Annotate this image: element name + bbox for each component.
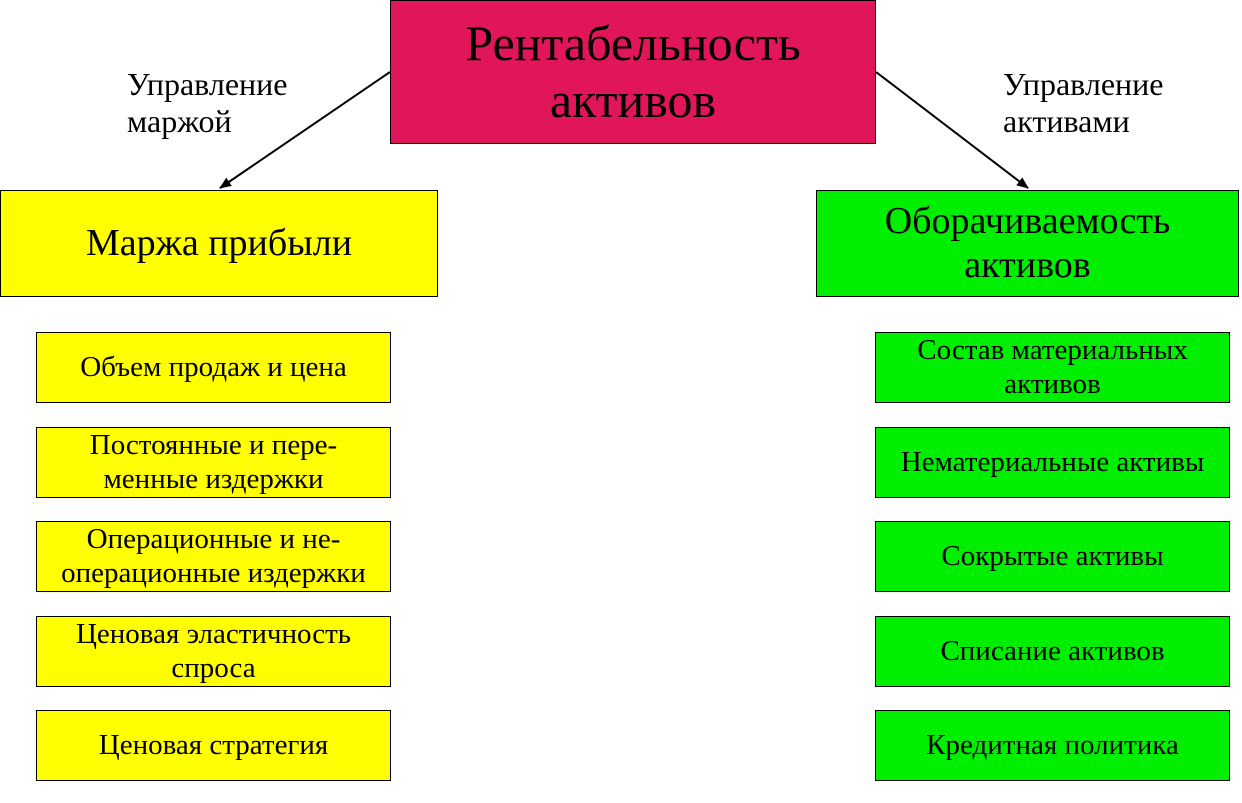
turnover-factor-box: Списание активов bbox=[875, 616, 1230, 687]
margin-factor-box: Ценовая стратегия bbox=[36, 710, 391, 781]
turnover-header-node: Оборачиваемость активов bbox=[816, 190, 1239, 297]
margin-factor-box: Постоянные и пере- менные издержки bbox=[36, 427, 391, 498]
margin-factor-line1: Постоянные и пере- bbox=[89, 429, 338, 462]
margin-factor-line1: Операционные и не- bbox=[86, 523, 341, 556]
turnover-factor-box: Сокрытые активы bbox=[875, 521, 1230, 592]
margin-header-label: Маржа прибыли bbox=[85, 221, 353, 264]
turnover-factor-line2: активов bbox=[1004, 367, 1101, 400]
margin-header-node: Маржа прибыли bbox=[0, 190, 438, 297]
margin-factor-box: Ценовая эластичность спроса bbox=[36, 616, 391, 687]
turnover-factor-line1: Сокрытые активы bbox=[941, 539, 1164, 572]
margin-factor-line2: операционные издержки bbox=[61, 556, 366, 589]
margin-factor-line1: Ценовая стратегия bbox=[98, 728, 329, 761]
margin-factor-line2: менные издержки bbox=[103, 462, 324, 495]
turnover-factor-box: Кредитная политика bbox=[875, 710, 1230, 781]
left-edge-label-line1: Управление bbox=[127, 66, 288, 102]
turnover-factor-box: Нематериальные активы bbox=[875, 427, 1230, 498]
turnover-factor-line1: Состав материальных bbox=[917, 334, 1188, 367]
turnover-header-line2: активов bbox=[964, 243, 1091, 286]
left-edge-label: Управление маржой bbox=[127, 66, 287, 140]
margin-factor-line1: Объем продаж и цена bbox=[80, 350, 347, 383]
turnover-header-line1: Оборачиваемость bbox=[884, 199, 1171, 242]
turnover-factor-line1: Нематериальные активы bbox=[900, 445, 1205, 478]
right-edge-label: Управление активами bbox=[1003, 66, 1163, 140]
right-edge-label-line1: Управление bbox=[1003, 66, 1164, 102]
turnover-factor-box: Состав материальных активов bbox=[875, 332, 1230, 403]
root-title-line1: Рентабельность bbox=[465, 14, 801, 71]
turnover-factor-line1: Списание активов bbox=[940, 634, 1165, 667]
margin-factor-line1: Ценовая эластичность bbox=[75, 618, 352, 651]
root-title-line2: активов bbox=[549, 72, 717, 128]
root-node: Рентабельность активов bbox=[390, 0, 876, 144]
margin-factor-box: Операционные и не- операционные издержки bbox=[36, 521, 391, 592]
margin-factor-box: Объем продаж и цена bbox=[36, 332, 391, 403]
left-edge-label-line2: маржой bbox=[127, 102, 232, 139]
margin-factor-line2: спроса bbox=[171, 651, 256, 684]
turnover-factor-line1: Кредитная политика bbox=[926, 728, 1179, 761]
right-edge-label-line2: активами bbox=[1003, 102, 1130, 139]
